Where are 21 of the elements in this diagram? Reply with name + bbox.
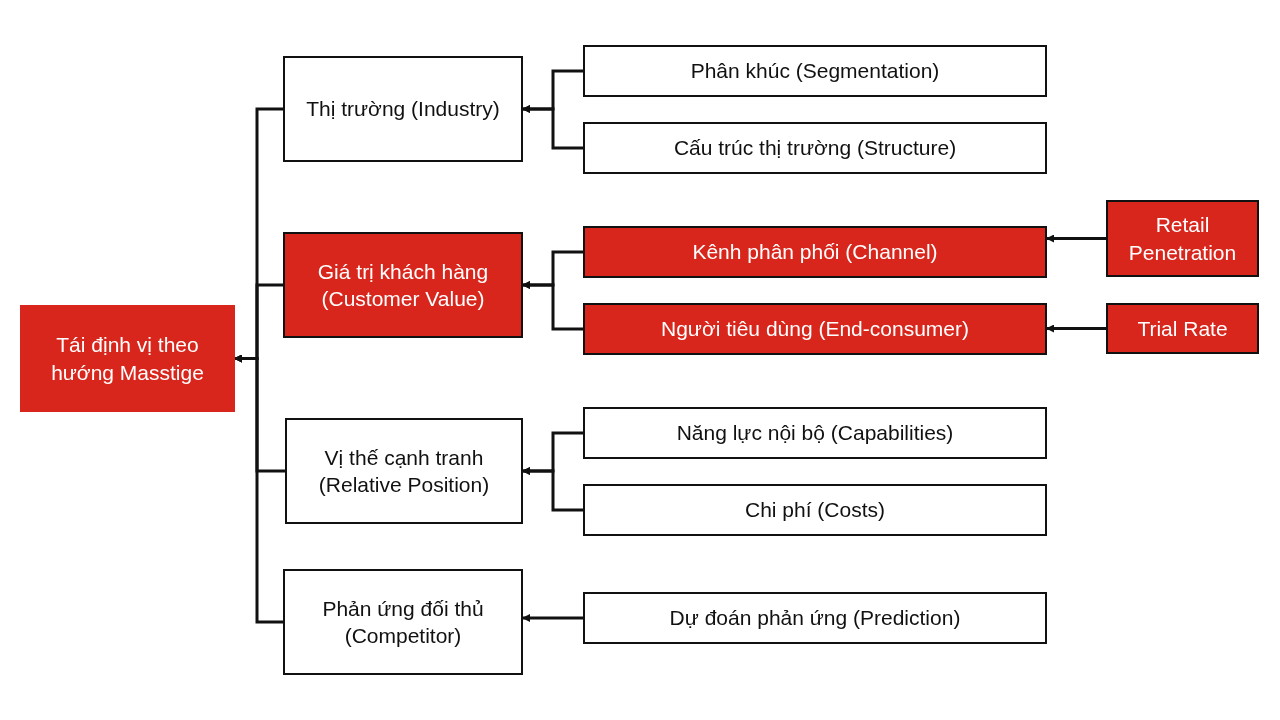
category-box: Kênh phân phối (Channel) [583, 226, 1047, 278]
category-box: Giá trị khách hàng (Customer Value) [283, 232, 523, 338]
category-box: Năng lực nội bộ (Capabilities) [583, 407, 1047, 459]
connector-arrow [522, 614, 583, 622]
category-box: Vị thế cạnh tranh (Relative Position) [285, 418, 523, 524]
category-box: Trial Rate [1106, 303, 1259, 354]
connector-arrow [522, 281, 583, 331]
category-box: Người tiêu dùng (End-consumer) [583, 303, 1047, 355]
category-box: Retail Penetration [1106, 200, 1259, 277]
category-box: Dự đoán phản ứng (Prediction) [583, 592, 1047, 644]
connector-arrow [522, 467, 583, 512]
connector-arrow [522, 105, 583, 150]
category-box: Thị trường (Industry) [283, 56, 523, 162]
category-box: Chi phí (Costs) [583, 484, 1047, 536]
category-box: Phân khúc (Segmentation) [583, 45, 1047, 97]
category-box: Cấu trúc thị trường (Structure) [583, 122, 1047, 174]
connector-arrow [1046, 324, 1106, 333]
connector-arrow [234, 354, 283, 624]
root-box: Tái định vị theo hướng Masstige [20, 305, 235, 412]
category-box: Phản ứng đối thủ (Competitor) [283, 569, 523, 675]
connector-arrow [1046, 234, 1106, 243]
